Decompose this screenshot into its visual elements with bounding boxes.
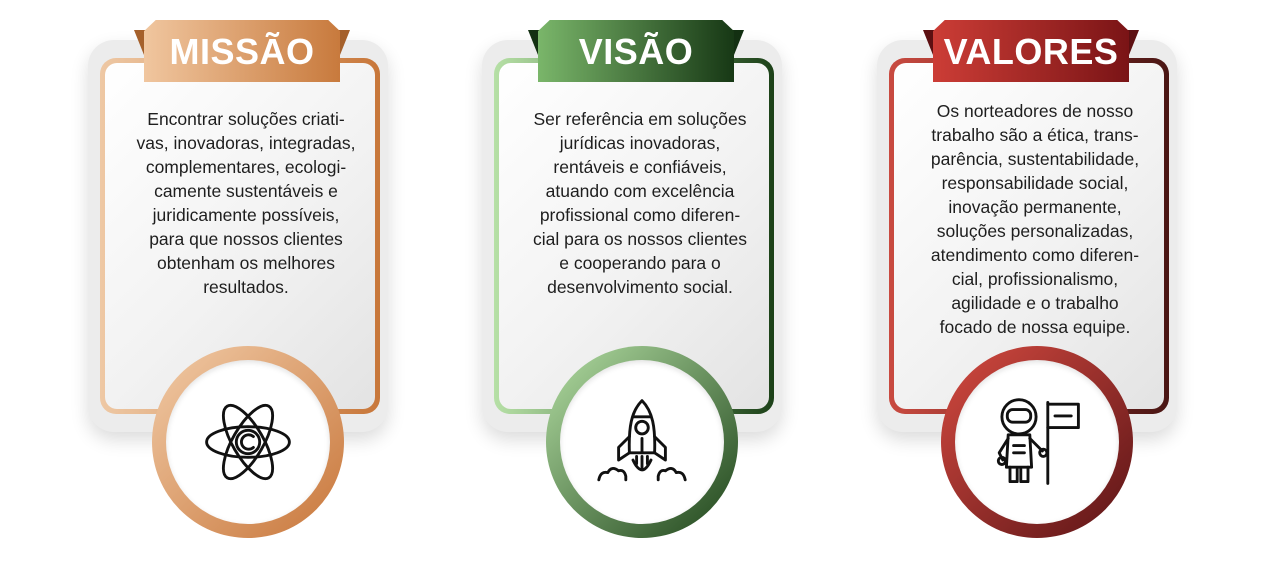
card-title: MISSÃO (169, 31, 315, 72)
atom-icon (205, 403, 291, 481)
astronaut-flag-icon (996, 398, 1080, 485)
card-title-banner: MISSÃO (134, 20, 350, 82)
icon-badge (941, 346, 1133, 538)
card-title: VALORES (943, 31, 1119, 72)
card-body-text: Os norteadores de nosso trabalho são a é… (930, 101, 1140, 337)
card-title-banner: VISÃO (528, 20, 744, 82)
card-body-text: Ser referência em soluções jurídicas ino… (533, 109, 747, 297)
card-visao: Ser referência em soluções jurídicas ino… (482, 0, 782, 568)
icon-badge (152, 346, 344, 538)
rocket-icon (597, 399, 687, 482)
card-title-banner: VALORES (923, 20, 1139, 82)
card-valores: Os norteadores de nosso trabalho são a é… (877, 0, 1177, 568)
card-frame: Encontrar soluções criati- vas, inovador… (100, 58, 380, 414)
card-panel: Ser referência em soluções jurídicas ino… (499, 63, 769, 409)
card-missao: Encontrar soluções criati- vas, inovador… (88, 0, 388, 568)
card-title: VISÃO (578, 31, 694, 72)
card-frame: Ser referência em soluções jurídicas ino… (494, 58, 774, 414)
card-body-text: Encontrar soluções criati- vas, inovador… (136, 109, 356, 297)
card-frame: Os norteadores de nosso trabalho são a é… (889, 58, 1169, 414)
icon-badge (546, 346, 738, 538)
